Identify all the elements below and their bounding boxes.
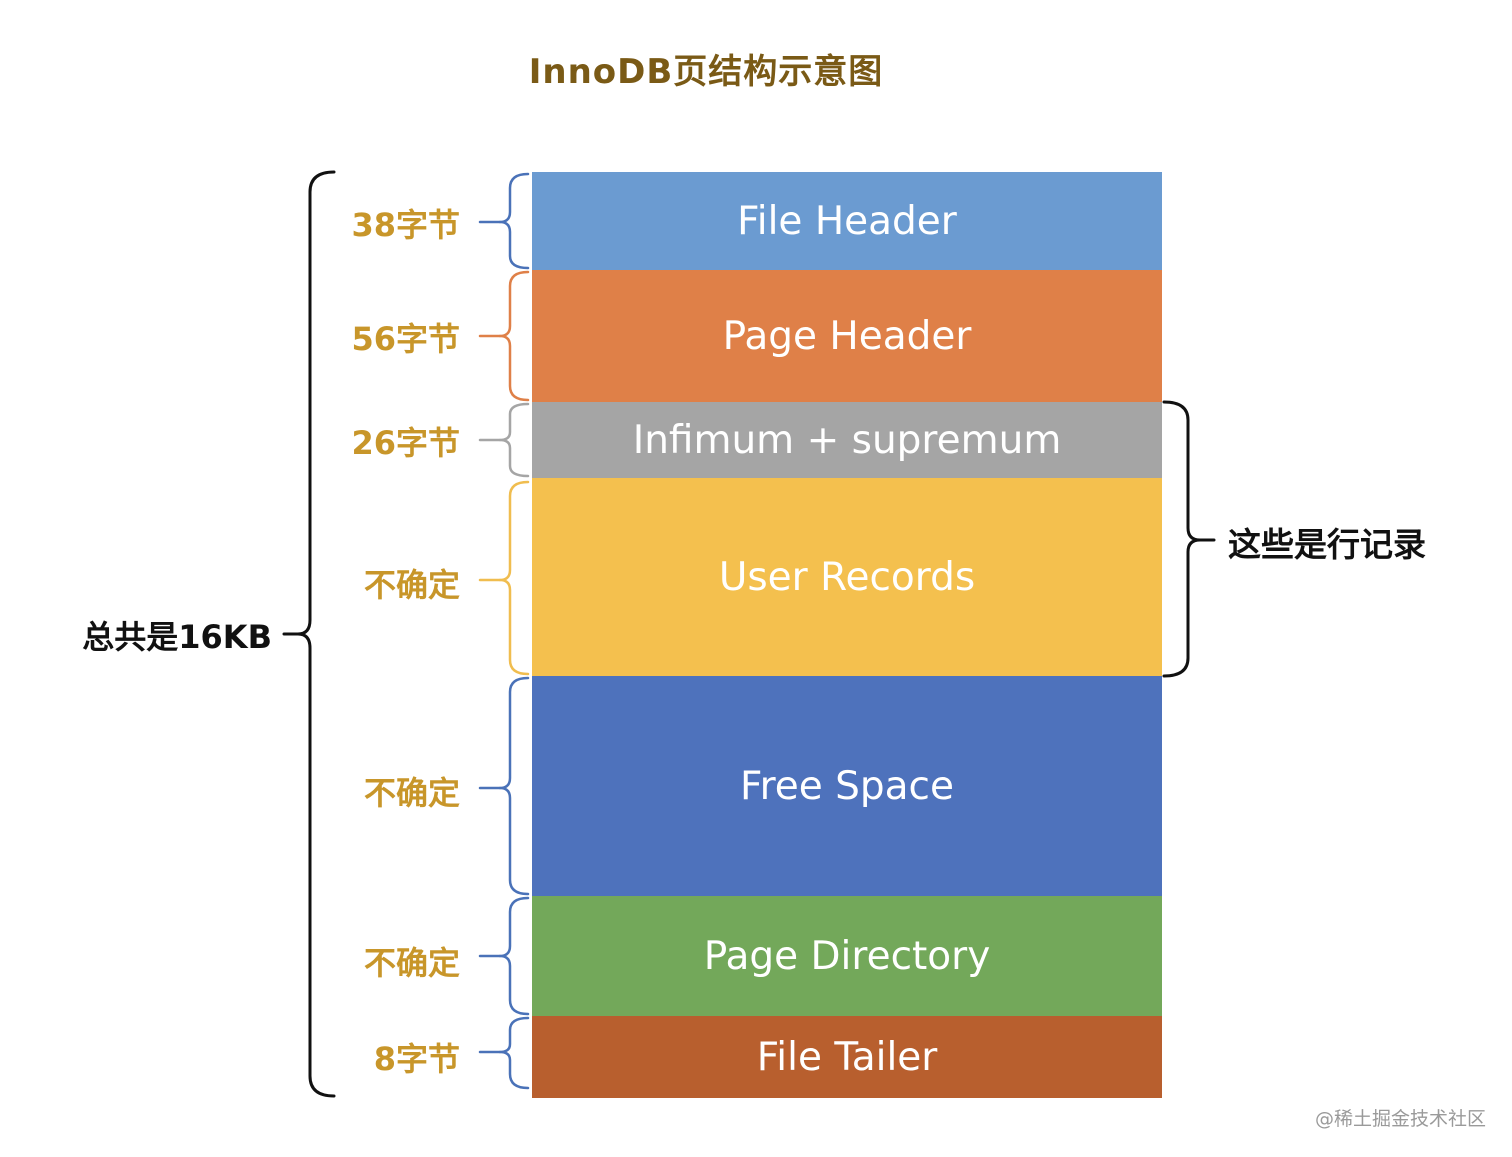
size-label-user-records: 不确定 — [363, 566, 460, 604]
diagram-title: InnoDB页结构示意图 — [528, 52, 884, 92]
total-size-label: 总共是16KB — [82, 618, 272, 656]
size-label-page-header: 56字节 — [351, 320, 460, 358]
size-label-file-header: 38字节 — [351, 206, 460, 244]
bracket-free-space — [498, 676, 530, 896]
size-label-infimum-supremum: 26字节 — [351, 424, 460, 462]
bracket-page-directory — [498, 896, 530, 1016]
size-label-page-directory: 不确定 — [363, 944, 460, 982]
bracket-infimum-supremum — [498, 402, 530, 478]
size-label-file-tailer: 8字节 — [373, 1040, 460, 1078]
watermark: @稀土掘金技术社区 — [1314, 1108, 1486, 1130]
bracket-page-header — [498, 270, 530, 402]
bracket-user-records — [498, 480, 530, 676]
size-label-free-space: 不确定 — [363, 774, 460, 812]
bracket-row-records — [1162, 400, 1202, 678]
bracket-file-tailer — [498, 1016, 530, 1090]
segment-file-header: File Header — [532, 172, 1162, 270]
bracket-file-header — [498, 172, 530, 270]
row-records-label: 这些是行记录 — [1228, 525, 1426, 564]
bracket-total — [296, 170, 336, 1098]
